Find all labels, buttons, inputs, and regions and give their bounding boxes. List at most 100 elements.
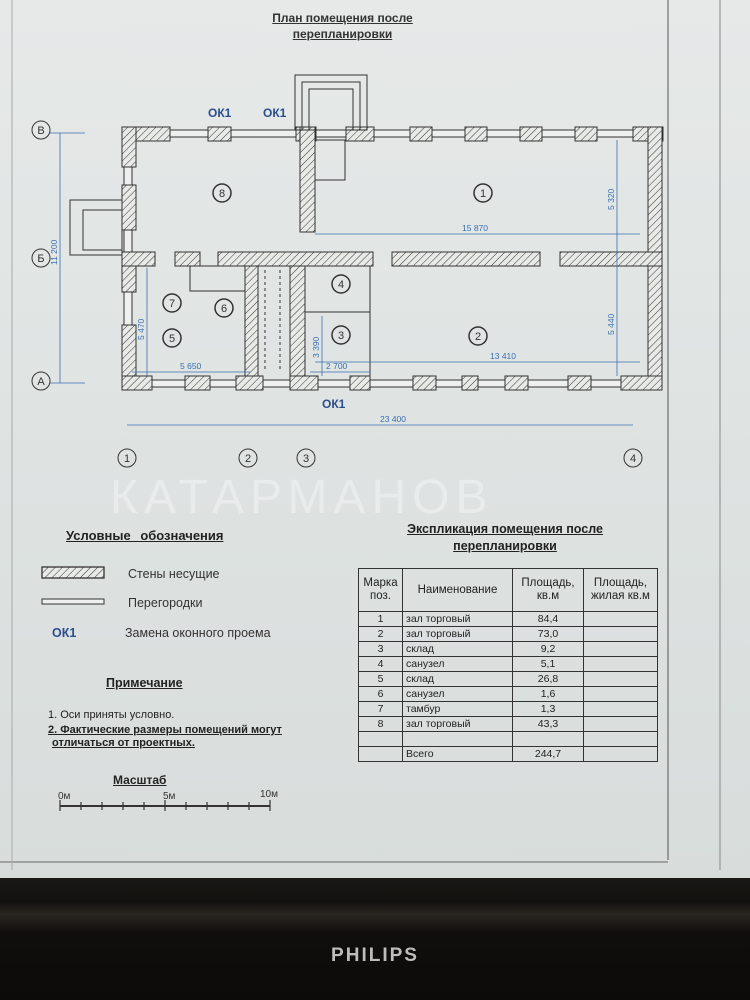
axis-marker-4: 4 <box>623 448 643 468</box>
dim-room5-width: 5 650 <box>180 361 202 371</box>
cell-number: 6 <box>358 686 403 702</box>
plan-title-line2: перепланировки <box>292 27 393 41</box>
explication-table: Марка поз. Наименование Площадь, кв.м Пл… <box>358 568 658 762</box>
dim-room2-height: 5 440 <box>606 313 616 335</box>
svg-text:2: 2 <box>245 453 251 465</box>
axis-marker-2: 2 <box>238 448 258 468</box>
scale-title: Масштаб <box>113 773 167 787</box>
cell-living-area <box>583 701 658 717</box>
monitor-brand-logo: PHILIPS <box>331 945 419 966</box>
table-row-empty <box>358 731 658 747</box>
legend-label-walls: Стены несущие <box>128 567 220 581</box>
scale-label-0: 0м <box>58 791 71 802</box>
dim-total-width: 23 400 <box>380 414 406 424</box>
dim-room2-width: 13 410 <box>490 351 516 361</box>
svg-text:5: 5 <box>169 333 175 345</box>
axis-marker-1: 1 <box>117 448 137 468</box>
partitions <box>189 265 371 376</box>
cell-name: санузел <box>402 656 513 672</box>
svg-text:2: 2 <box>475 331 481 343</box>
svg-text:3: 3 <box>303 453 309 465</box>
cell-name: зал торговый <box>402 611 513 627</box>
notes-title: Примечание <box>106 676 183 690</box>
svg-text:8: 8 <box>219 188 225 200</box>
explication-title-line2: перепланировки <box>453 539 557 553</box>
table-row-total: Всего 244,7 <box>358 746 658 762</box>
window-label-ok1: ОК1 <box>208 106 232 120</box>
scale-label-10: 10м <box>260 789 278 800</box>
header-living-area: Площадь, жилая кв.м <box>583 568 658 612</box>
svg-text:Б: Б <box>37 253 44 265</box>
dimension-lines <box>50 132 640 426</box>
axis-marker-a: А <box>31 371 51 391</box>
room-label-3: 3 <box>331 325 351 345</box>
room-label-4: 4 <box>331 274 351 294</box>
room-label-8: 8 <box>212 183 232 203</box>
dim-room3-height: 3 390 <box>311 336 321 358</box>
cell-living-area <box>583 716 658 732</box>
cell-number: 2 <box>358 626 403 642</box>
dim-room3-width: 2 700 <box>326 361 348 371</box>
legend-ok1-symbol: ОК1 <box>52 626 77 640</box>
dim-room1-width: 15 870 <box>462 223 488 233</box>
header-name: Наименование <box>402 568 513 612</box>
cell-area: 26,8 <box>512 671 584 687</box>
dim-room5-height: 5 470 <box>136 318 146 340</box>
cell-area: 1,6 <box>512 686 584 702</box>
cell-living-area <box>583 686 658 702</box>
cell-number: 1 <box>358 611 403 627</box>
cell-name: зал торговый <box>402 626 513 642</box>
scale-bar <box>59 800 271 811</box>
legend-label-window: Замена оконного проема <box>125 626 271 640</box>
svg-text:1: 1 <box>124 453 130 465</box>
cell-number: 7 <box>358 701 403 717</box>
cell-name: склад <box>402 671 513 687</box>
room-label-1: 1 <box>473 183 493 203</box>
cell-name: санузел <box>402 686 513 702</box>
axis-marker-b: Б <box>31 248 51 268</box>
dim-room1-height: 5 320 <box>606 188 616 210</box>
window-label-ok1: ОК1 <box>322 397 346 411</box>
svg-text:7: 7 <box>169 298 175 310</box>
axis-marker-v: В <box>31 120 51 140</box>
floor-plan: ОК1 ОК1 ОК1 23 400 11 200 15 870 5 320 1… <box>0 0 721 870</box>
header-area: Площадь, кв.м <box>512 568 584 612</box>
cell-name: склад <box>402 641 513 657</box>
window-label-ok1: ОК1 <box>263 106 287 120</box>
svg-text:В: В <box>37 125 44 137</box>
legend-label-partitions: Перегородки <box>128 596 203 610</box>
cell-number: 3 <box>358 641 403 657</box>
room-label-7: 7 <box>162 293 182 313</box>
explication-title-line1: Экспликация помещения после <box>407 522 603 536</box>
side-entrance <box>69 199 123 256</box>
cell-living-area <box>583 671 658 687</box>
scale-label-5: 5м <box>163 791 176 802</box>
axis-marker-3: 3 <box>296 448 316 468</box>
cell-living-area <box>583 641 658 657</box>
total-label: Всего <box>402 746 513 762</box>
svg-text:1: 1 <box>480 188 486 200</box>
dim-total-height: 11 200 <box>49 239 59 265</box>
load-bearing-walls <box>121 126 664 391</box>
cell-area: 9,2 <box>512 641 584 657</box>
svg-text:А: А <box>37 376 45 388</box>
note-2-cont: отличаться от проектных. <box>52 737 195 749</box>
cell-number: 5 <box>358 671 403 687</box>
cell-number: 4 <box>358 656 403 672</box>
cell-living-area <box>583 611 658 627</box>
svg-text:6: 6 <box>221 303 227 315</box>
svg-text:4: 4 <box>630 453 636 465</box>
header-mark: Марка поз. <box>358 568 403 612</box>
total-area: 244,7 <box>512 746 584 762</box>
legend-partition-symbol <box>41 598 105 605</box>
monitor-screen: План помещения после перепланировки <box>0 0 750 880</box>
cell-number: 8 <box>358 716 403 732</box>
cell-area: 84,4 <box>512 611 584 627</box>
